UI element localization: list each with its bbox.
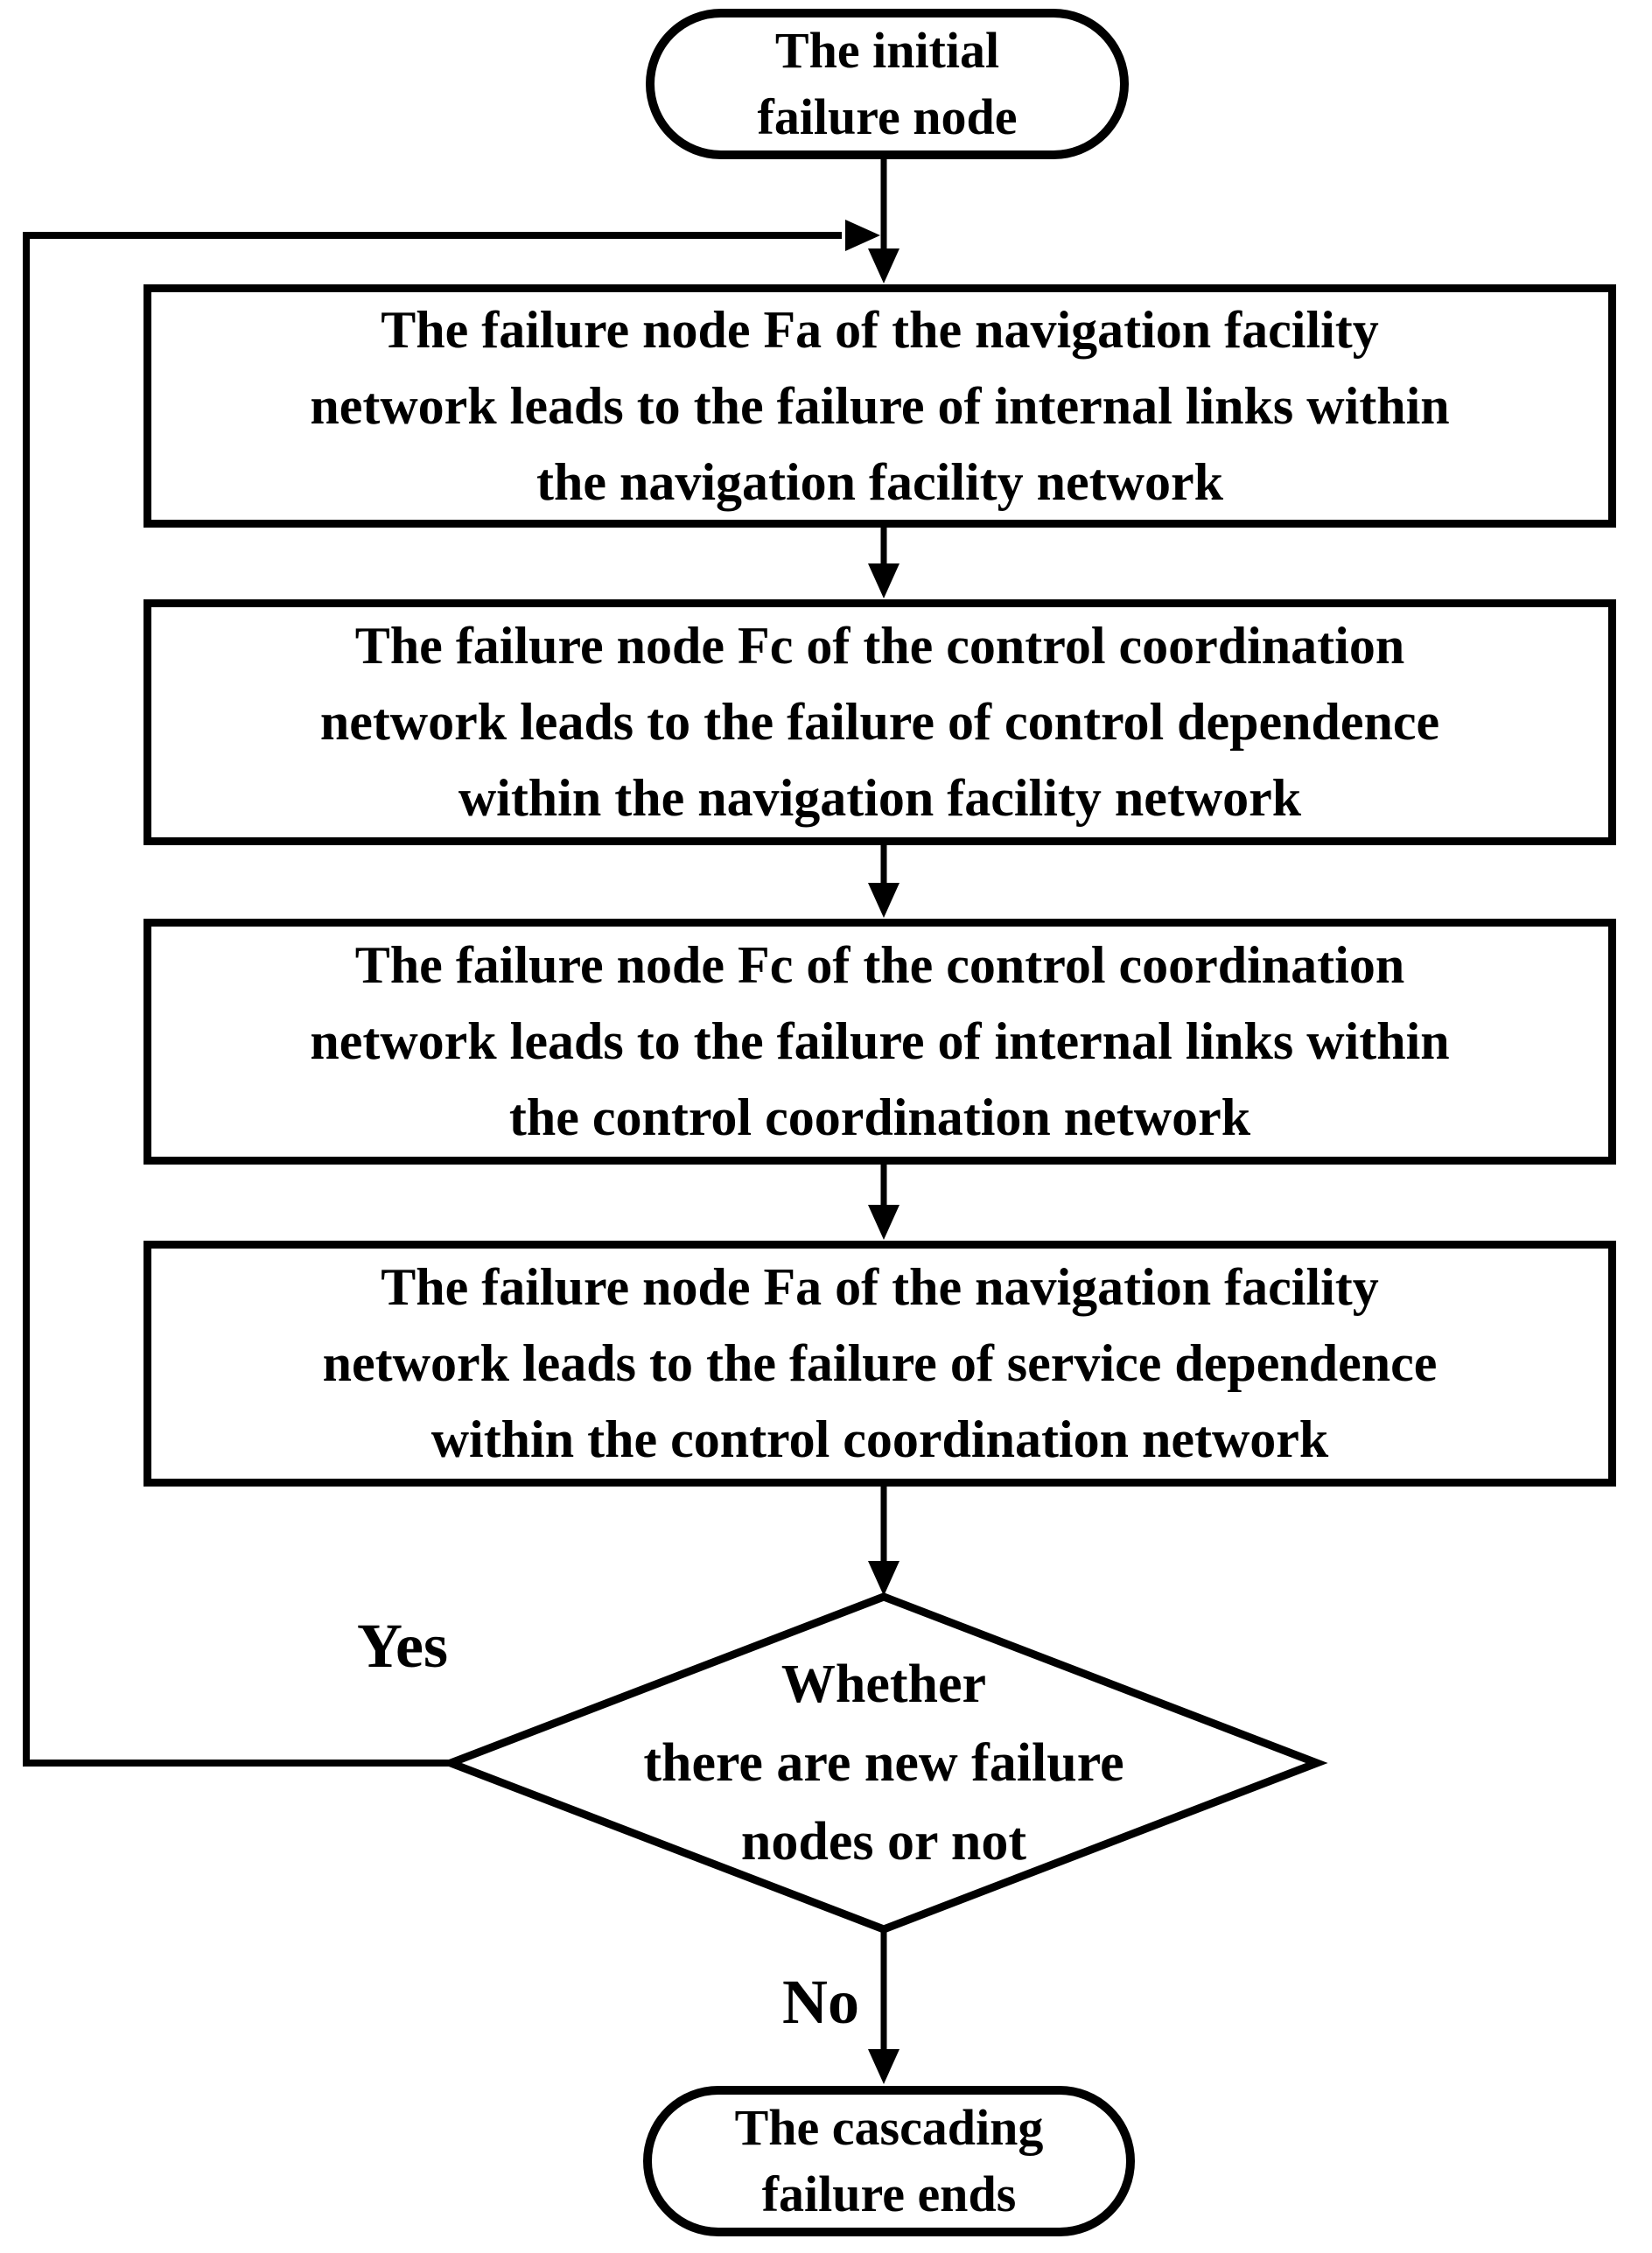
arrow-down-into-step3-icon bbox=[868, 883, 900, 918]
end-terminator: The cascading failure ends bbox=[643, 2086, 1135, 2236]
start-terminator-line1: The initial bbox=[774, 22, 1000, 79]
arrow-down-into-decision-icon bbox=[868, 1561, 900, 1596]
arrow-down-into-end-icon bbox=[868, 2049, 900, 2084]
process-step-1-line1: The failure node Fa of the navigation fa… bbox=[381, 300, 1379, 359]
arrow-down-into-step4-icon bbox=[868, 1205, 900, 1240]
no-branch-label: No bbox=[782, 1967, 859, 2037]
process-step-4: The failure node Fa of the navigation fa… bbox=[144, 1241, 1616, 1487]
process-step-3-line2: network leads to the failure of internal… bbox=[310, 1012, 1450, 1070]
process-step-4-line3: within the control coordination network bbox=[430, 1410, 1329, 1468]
arrow-down-into-step2-icon bbox=[868, 563, 900, 598]
end-terminator-line1: The cascading bbox=[734, 2099, 1044, 2156]
process-step-2-line2: network leads to the failure of control … bbox=[319, 693, 1440, 751]
process-step-1-line3: the navigation facility network bbox=[536, 452, 1223, 511]
decision-diamond-text: Whether there are new failure nodes or n… bbox=[490, 1643, 1278, 1883]
decision-line1: Whether bbox=[780, 1655, 987, 1714]
arrow-right-merge-icon bbox=[845, 220, 880, 251]
decision-line2: there are new failure bbox=[643, 1733, 1124, 1793]
yes-branch-label: Yes bbox=[357, 1611, 448, 1681]
arrow-down-into-step1-icon bbox=[868, 248, 900, 283]
process-step-3-line3: the control coordination network bbox=[508, 1088, 1251, 1146]
process-step-2-line1: The failure node Fc of the control coord… bbox=[354, 617, 1405, 675]
start-terminator: The initial failure node bbox=[646, 9, 1129, 159]
process-step-2-line3: within the navigation facility network bbox=[458, 769, 1302, 827]
process-step-4-line2: network leads to the failure of service … bbox=[322, 1334, 1438, 1392]
start-terminator-line2: failure node bbox=[757, 88, 1018, 145]
end-terminator-line2: failure ends bbox=[761, 2166, 1017, 2222]
decision-line3: nodes or not bbox=[740, 1812, 1027, 1872]
feedback-loop-line bbox=[23, 232, 842, 1767]
process-step-4-line1: The failure node Fa of the navigation fa… bbox=[381, 1258, 1379, 1316]
process-step-3: The failure node Fc of the control coord… bbox=[144, 919, 1616, 1165]
process-step-1-line2: network leads to the failure of internal… bbox=[310, 376, 1450, 435]
process-step-1: The failure node Fa of the navigation fa… bbox=[144, 284, 1616, 528]
process-step-3-line1: The failure node Fc of the control coord… bbox=[354, 936, 1405, 994]
process-step-2: The failure node Fc of the control coord… bbox=[144, 599, 1616, 845]
